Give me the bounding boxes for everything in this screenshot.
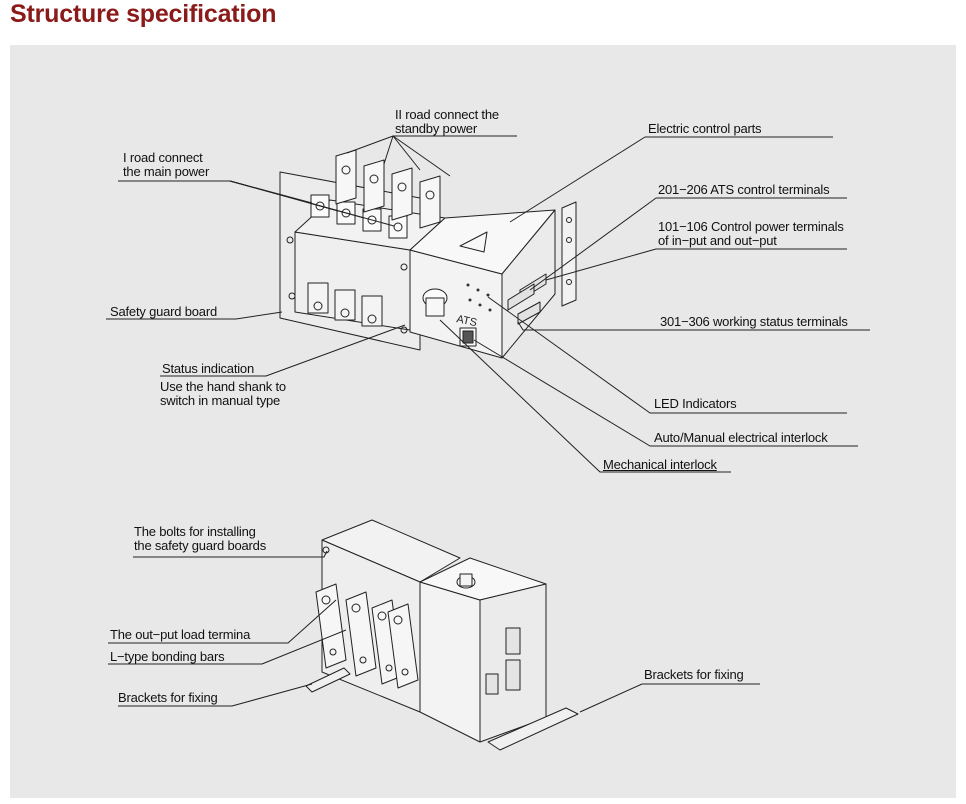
bottom-switch-device xyxy=(305,519,579,751)
l-type-bonding-bars xyxy=(315,583,419,689)
controller-box-side xyxy=(501,209,556,359)
side-terminal-blocks xyxy=(507,273,547,325)
label-output-load: The out−put load termina xyxy=(110,627,251,642)
label-l-type: L−type bonding bars xyxy=(110,649,225,664)
label-mechanical: Mechanical interlock xyxy=(603,457,717,472)
mounting-bracket xyxy=(561,201,577,307)
lower-terminals xyxy=(307,282,383,327)
leader-lines xyxy=(106,135,870,713)
standby-power-bars xyxy=(335,149,441,229)
label-auto-manual: Auto/Manual electrical interlock xyxy=(654,430,828,445)
label-working-status: 301−306 working status terminals xyxy=(660,314,848,329)
label-electric-control: Electric control parts xyxy=(648,121,762,136)
page-title: Structure specification xyxy=(10,0,277,28)
lower-right-bracket xyxy=(487,707,579,751)
lower-left-bracket xyxy=(305,667,351,693)
warning-triangle-icon xyxy=(459,231,488,253)
label-ats-terminals: 201−206 ATS control terminals xyxy=(658,182,830,197)
top-switch-device xyxy=(279,149,577,359)
label-led: LED Indicators xyxy=(654,396,737,411)
ats-marking: ATS xyxy=(455,313,478,329)
label-status-indication: Status indication xyxy=(162,361,254,376)
label-safety-guard: Safety guard board xyxy=(110,304,217,319)
lower-controller-front xyxy=(419,581,481,743)
label-brackets-right: Brackets for fixing xyxy=(644,667,744,682)
label-brackets-left: Brackets for fixing xyxy=(118,690,218,705)
